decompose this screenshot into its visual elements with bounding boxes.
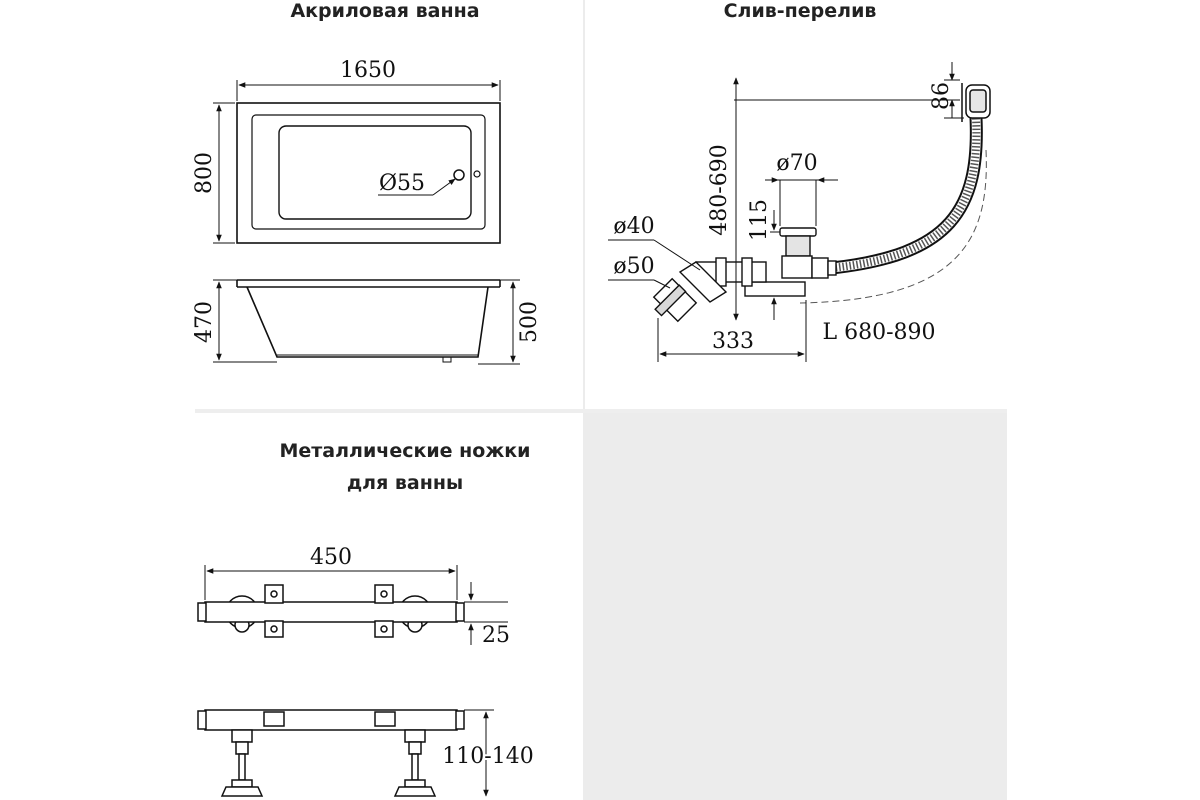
pipe-d40-label: ø40 bbox=[613, 214, 654, 239]
legs-top-view bbox=[197, 584, 465, 638]
drain-title: Слив-перелив bbox=[723, 0, 877, 22]
bathtub-title: Акриловая ванна bbox=[290, 0, 480, 22]
drain-hole-icon bbox=[453, 169, 465, 181]
legs-title-line2: для ванны bbox=[346, 472, 464, 494]
bathtub-outer-rim bbox=[236, 102, 501, 244]
overflow-size-label: 86 bbox=[929, 82, 954, 110]
overflow-head bbox=[961, 83, 991, 122]
bathtub-side-dims bbox=[213, 279, 520, 365]
overflow-hole-icon bbox=[473, 170, 481, 178]
offset-label: 333 bbox=[712, 329, 754, 354]
bathtub-inner-rim bbox=[251, 114, 486, 230]
bathtub-basin bbox=[278, 125, 472, 220]
overflow-hose bbox=[799, 117, 987, 304]
legs-side-dims bbox=[464, 709, 494, 797]
horizontal-divider bbox=[195, 409, 1007, 413]
bathtub-top-view bbox=[236, 102, 501, 244]
outlet-diameter-label: ø70 bbox=[776, 151, 817, 176]
total-height-label: 500 bbox=[517, 301, 542, 343]
drain-assembly bbox=[652, 227, 837, 323]
bar-height-label: 25 bbox=[482, 623, 510, 648]
drain-dims bbox=[608, 62, 964, 362]
legs-side-view bbox=[197, 709, 465, 797]
legs-title-line1: Металлические ножки bbox=[279, 440, 531, 462]
drain-diameter-label: Ø55 bbox=[379, 171, 425, 196]
drain-height-label: 115 bbox=[747, 199, 772, 241]
hose-length-label: L 680-890 bbox=[822, 320, 935, 345]
empty-panel bbox=[585, 413, 1007, 800]
bathtub-top-dims bbox=[213, 80, 501, 244]
bathtub-width-label: 800 bbox=[192, 152, 217, 194]
pipe-d50-label: ø50 bbox=[613, 254, 654, 279]
height-range-label: 480-690 bbox=[707, 144, 732, 235]
legs-top-dims bbox=[204, 565, 508, 645]
side-height-label: 470 bbox=[192, 301, 217, 343]
vertical-divider bbox=[583, 0, 585, 800]
bathtub-side-view bbox=[236, 279, 501, 363]
adjust-height-label: 110-140 bbox=[442, 744, 533, 769]
legs-width-label: 450 bbox=[310, 545, 352, 570]
bathtub-length-label: 1650 bbox=[340, 58, 396, 83]
